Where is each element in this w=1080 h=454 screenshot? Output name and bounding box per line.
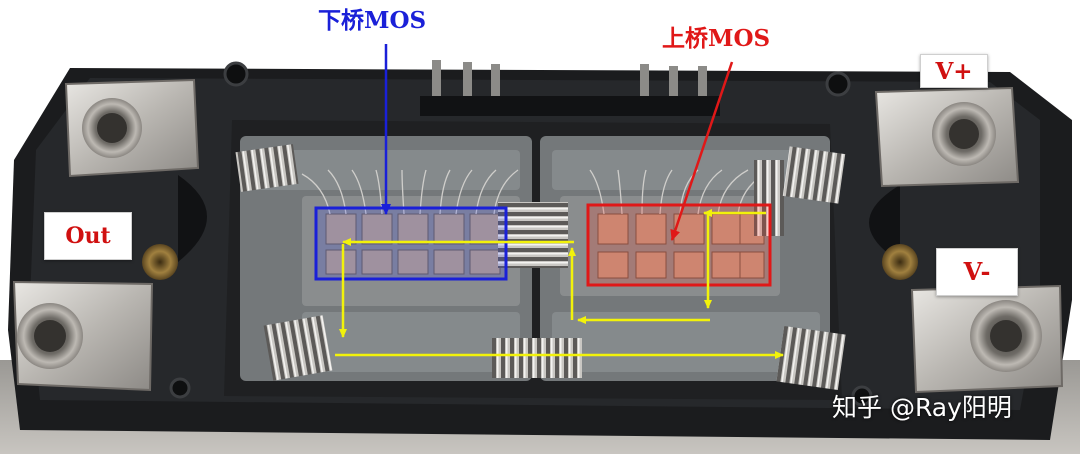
terminal-tab-top-left [64,78,200,178]
current-path [335,209,784,359]
mounting-hole [223,61,249,87]
low-side-mos-label: 下桥MOS [318,7,427,34]
terminal-tab-bottom-left [12,280,154,392]
low-side-highlight-box [314,206,508,281]
v-plus-label: V+ [920,54,988,88]
v-minus-label: V- [936,248,1018,296]
brass-insert [882,244,918,280]
terminal-tab-top-right [874,86,1020,188]
mounting-hole [851,385,873,407]
terminal-tab-bottom-right [910,284,1064,394]
mounting-hole [169,377,191,399]
high-side-pointer-arrow [670,61,734,241]
high-side-highlight-box [586,203,772,287]
watermark: 知乎 @Ray阳明 [832,393,1012,422]
low-side-chips [325,213,501,275]
brass-insert [142,244,178,280]
mounting-hole [825,71,851,97]
control-pins [420,60,720,116]
out-label: Out [44,212,132,260]
high-side-mos-label: 上桥MOS [662,25,771,52]
